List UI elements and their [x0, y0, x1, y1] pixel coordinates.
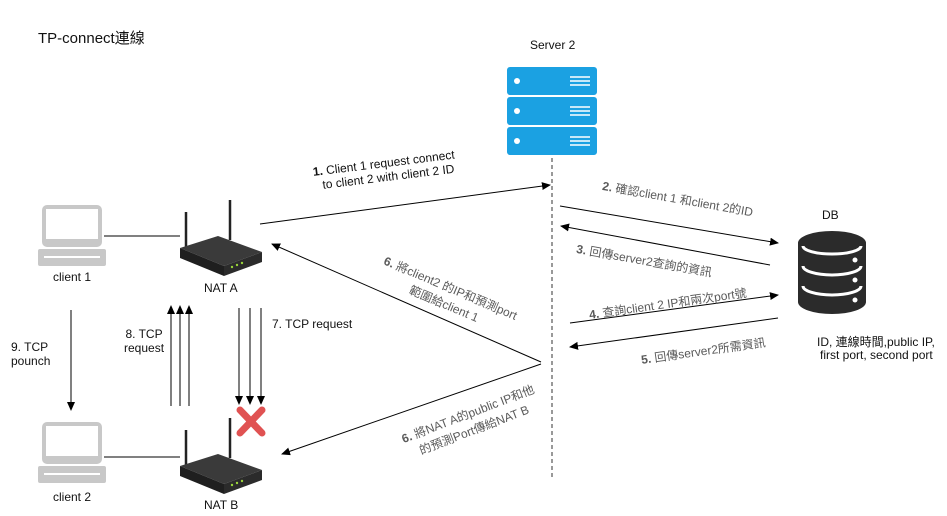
step1-number: 1. — [312, 163, 324, 179]
computer-icon-client1 — [38, 205, 106, 266]
computer-icon-client2 — [38, 422, 106, 483]
step8-text-line1: 8. TCP — [125, 327, 163, 341]
blocked-cross-icon — [236, 406, 266, 437]
router-icon-nat-a — [180, 200, 262, 276]
diagram-title: TP-connect連線 — [38, 30, 145, 47]
nat-a-label: NAT A — [204, 281, 238, 295]
db-fields-line1: ID, 連線時間,public IP, — [817, 335, 935, 349]
arrow-step5 — [569, 317, 779, 350]
arrow-step6-to-nat-b — [281, 363, 542, 456]
arrow-step6-to-nat-a — [271, 243, 542, 363]
db-fields-line2: first port, second port — [820, 348, 933, 362]
client2-label: client 2 — [53, 490, 92, 504]
client1-label: client 1 — [53, 270, 92, 284]
step3-number: 3. — [575, 241, 588, 258]
step2-number: 2. — [601, 178, 614, 195]
step9-text-line1: 9. TCP — [11, 340, 49, 354]
nat-b-label: NAT B — [204, 498, 239, 512]
server-icon — [507, 67, 597, 155]
arrow-step3 — [560, 223, 771, 266]
step8-text-line2: request — [124, 341, 165, 355]
database-icon — [798, 231, 866, 314]
step9-text-line2: pounch — [11, 354, 51, 368]
db-label: DB — [822, 208, 839, 222]
step8-label: 8. TCP request — [124, 327, 164, 355]
step5-number: 5. — [640, 351, 653, 367]
arrow-step1 — [259, 182, 551, 225]
step9-label: 9. TCP pounch — [11, 340, 50, 368]
arrow-step4 — [569, 292, 779, 324]
arrow-step2 — [559, 205, 779, 246]
router-icon-nat-b — [180, 418, 262, 494]
step7-label: 7. TCP request — [272, 317, 353, 331]
step4-number: 4. — [588, 306, 601, 322]
server-label: Server 2 — [530, 38, 576, 52]
